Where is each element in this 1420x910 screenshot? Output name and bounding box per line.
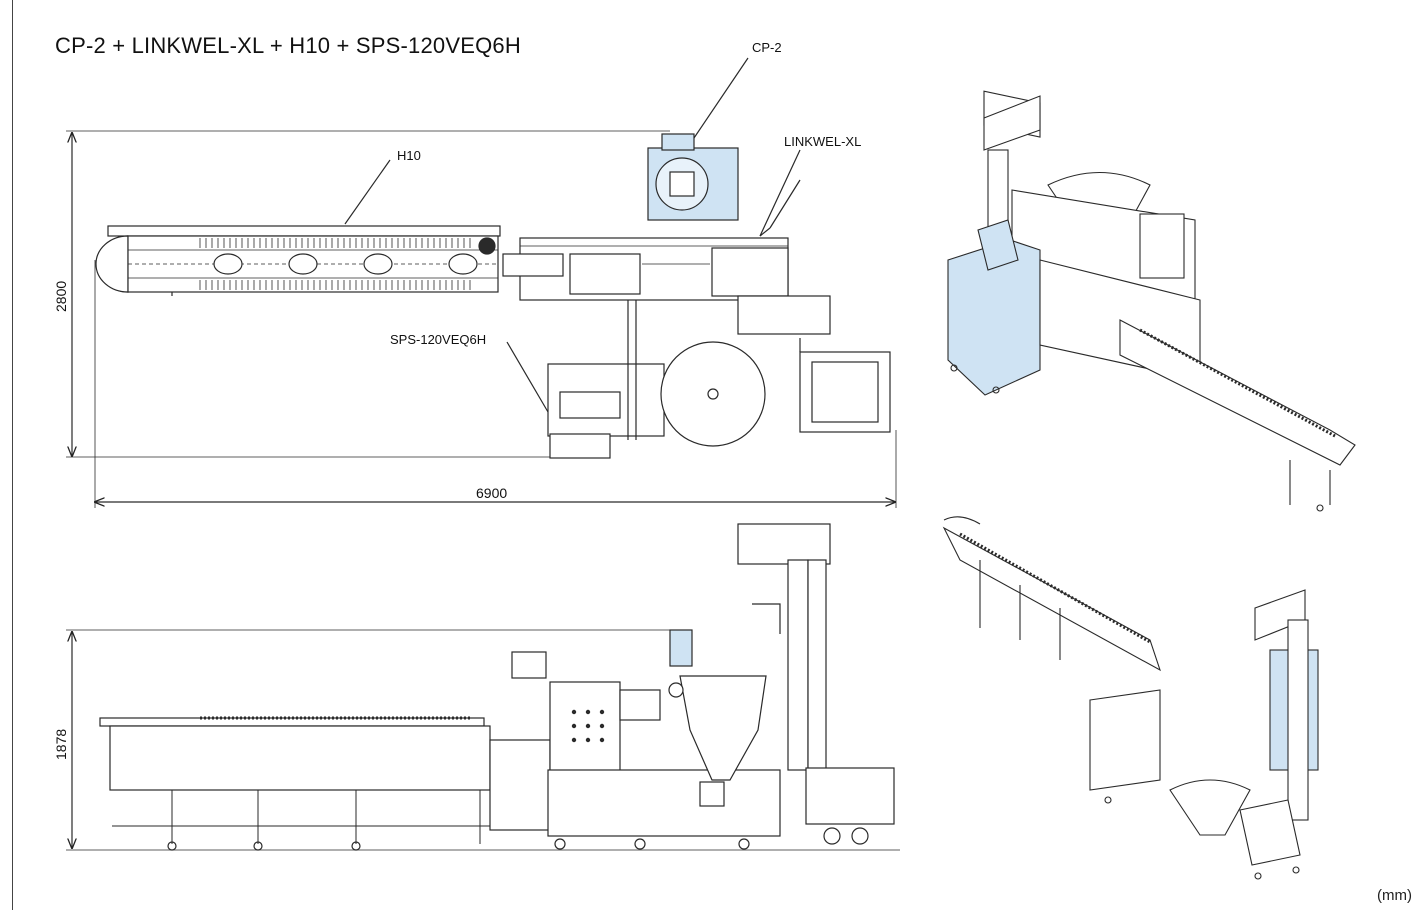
- iso-view-rear: [942, 516, 1319, 880]
- h10-top-rail: [107, 225, 501, 237]
- iso2-crate: [1239, 799, 1301, 866]
- leader-sps: [506, 341, 549, 413]
- leader-cp2: [693, 57, 749, 139]
- iso1-conveyor: [1119, 319, 1356, 466]
- dim-6900-text: 6900: [476, 485, 507, 501]
- drawing-frame: [12, 0, 1420, 910]
- leader-h10: [344, 159, 391, 225]
- iso-view-front: [947, 90, 1356, 512]
- iso2-conveyor: [942, 526, 1161, 672]
- iso2-hopper: [1169, 779, 1251, 836]
- sps-hopper-top: [660, 341, 766, 447]
- h10-hangers: [199, 238, 471, 290]
- side-conveyor: [109, 725, 491, 791]
- leader-linkwel: [759, 227, 771, 237]
- label-cp2: CP-2: [752, 40, 782, 55]
- label-sps: SPS-120VEQ6H: [390, 332, 487, 347]
- side-crate: [805, 767, 895, 825]
- side-hopper: [679, 675, 767, 781]
- side-linkwel: [549, 681, 621, 773]
- label-linkwel: LINKWEL-XL: [784, 134, 862, 149]
- side-lift-head: [737, 523, 831, 565]
- drawing-title: CP-2 + LINKWEL-XL + H10 + SPS-120VEQ6H: [55, 33, 521, 58]
- dim-1878-text: 1878: [53, 729, 69, 760]
- side-view: [66, 523, 900, 851]
- plan-view: [66, 57, 897, 508]
- unit-label: (mm): [1377, 887, 1412, 904]
- dim-2800-text: 2800: [53, 281, 69, 312]
- label-h10: H10: [397, 148, 421, 163]
